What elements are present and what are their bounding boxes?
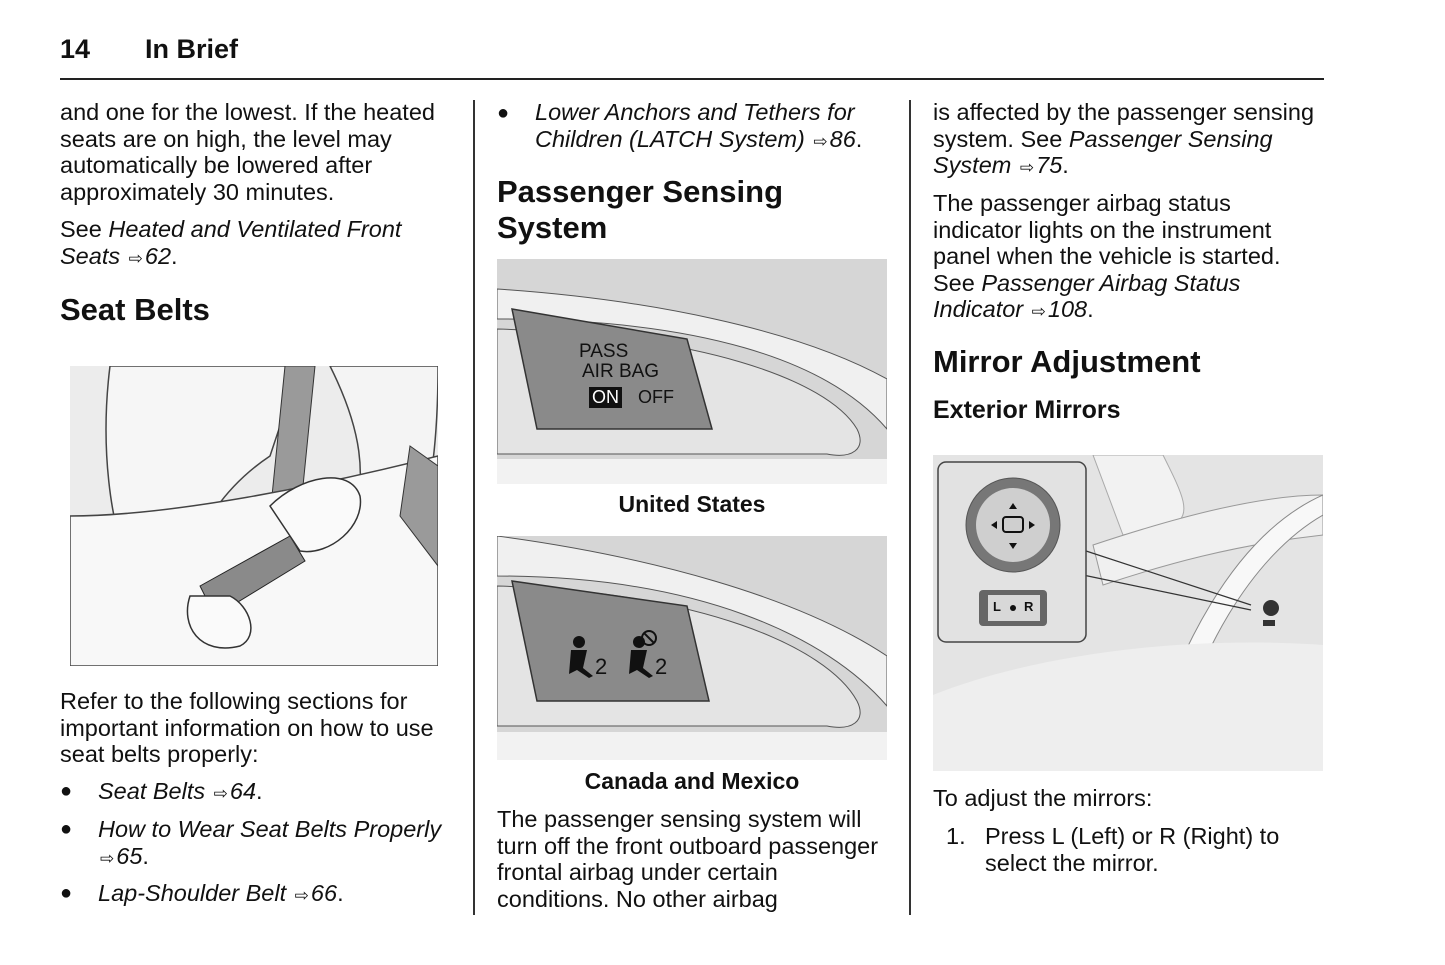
page-reference-arrow-icon: ⇨ — [813, 131, 828, 151]
header-rule — [60, 78, 1324, 80]
page-number: 14 — [60, 34, 91, 64]
cross-reference-link[interactable]: Passenger Airbag Status Indicator — [933, 269, 1241, 323]
bullet-item: Lap-Shoulder Belt ⇨66. — [98, 880, 463, 910]
mirror-left-button: L — [993, 599, 1001, 614]
bullet-icon: ● — [60, 882, 73, 904]
page-reference-arrow-icon: ⇨ — [1019, 158, 1035, 177]
mirror-joystick-icon — [1002, 516, 1024, 533]
page-ref[interactable]: 64 — [229, 778, 257, 804]
mirror-right-button: R — [1024, 599, 1034, 614]
heading-passenger-sensing-system: Passenger Sensing System — [497, 174, 784, 245]
airbag-on-icon: 2 — [569, 636, 607, 679]
cross-reference-link[interactable]: Heated and Ventilated Front Seats — [60, 216, 402, 269]
page-ref[interactable]: 86 — [829, 125, 856, 152]
mirror-control-illustration: L R — [933, 455, 1323, 771]
paragraph: The passenger sensing system will turn o… — [497, 806, 879, 912]
heading-seat-belts: Seat Belts — [60, 292, 210, 327]
page-reference-arrow-icon: ⇨ — [213, 784, 228, 803]
punct: . — [256, 778, 263, 804]
punct: . — [337, 880, 344, 906]
punct: . — [1062, 152, 1069, 178]
svg-text:2: 2 — [655, 654, 667, 679]
cross-reference-link[interactable]: Lap-Shoulder Belt — [98, 880, 287, 906]
seat-belt-illustration — [70, 366, 438, 666]
off-indicator: OFF — [638, 387, 674, 407]
subheading-exterior-mirrors: Exterior Mirrors — [933, 396, 1121, 424]
on-indicator: ON — [589, 387, 622, 408]
cross-reference-link[interactable]: How to Wear Seat Belts Properly — [98, 816, 442, 842]
svg-text:2: 2 — [595, 654, 607, 679]
column-divider — [473, 100, 475, 915]
page-reference-arrow-icon: ⇨ — [100, 848, 115, 868]
text: The passenger airbag status indicator li… — [933, 190, 1281, 296]
airbag-indicator-us-illustration: PASS AIR BAG ON OFF — [497, 259, 887, 484]
figure-caption: Canada and Mexico — [584, 768, 800, 794]
paragraph-see-heated-seats: See Heated and Ventilated Front Seats ⇨6… — [60, 216, 460, 272]
heading-mirror-adjustment: Mirror Adjustment — [933, 344, 1201, 379]
punct: . — [142, 842, 149, 869]
bullet-icon: ● — [497, 102, 510, 124]
cross-reference-link[interactable]: Passenger Sensing System — [933, 125, 1273, 179]
page-ref[interactable]: 62 — [144, 242, 172, 269]
text: is affected by the passenger sensing sys… — [933, 99, 1315, 152]
step-number: 1. — [946, 823, 966, 849]
bullet-item: Lower Anchors and Tethers for Children (… — [535, 99, 890, 155]
bullet-icon: ● — [60, 780, 73, 802]
step-text: Press L (Left) or R (Right) to select th… — [985, 823, 1280, 876]
cross-reference-link[interactable]: Seat Belts — [98, 778, 206, 804]
airbag-off-icon: 2 — [629, 630, 667, 679]
paragraph: Refer to the following sections for impo… — [60, 688, 434, 767]
bullet-icon: ● — [60, 818, 73, 840]
punct: . — [855, 125, 863, 152]
column-divider — [909, 100, 911, 915]
page-ref[interactable]: 75 — [1036, 152, 1063, 178]
page-reference-arrow-icon: ⇨ — [128, 248, 143, 268]
figure-caption: United States — [618, 491, 766, 517]
section-title: In Brief — [145, 34, 239, 64]
page-reference-arrow-icon: ⇨ — [1031, 302, 1046, 321]
airbag-label: AIR BAG — [582, 361, 660, 382]
text: See — [60, 216, 109, 242]
page-ref[interactable]: 65 — [116, 842, 143, 869]
page-ref[interactable]: 66 — [310, 880, 338, 906]
punct: . — [1087, 296, 1094, 322]
punct: . — [171, 242, 178, 269]
paragraph: The passenger airbag status indicator li… — [933, 190, 1323, 326]
bullet-item: Seat Belts ⇨64. — [98, 778, 463, 808]
bullet-item: How to Wear Seat Belts Properly ⇨65. — [98, 816, 463, 872]
page-reference-arrow-icon: ⇨ — [294, 886, 309, 905]
page-ref[interactable]: 108 — [1047, 296, 1088, 322]
cross-reference-link[interactable]: Lower Anchors and Tethers for Children (… — [535, 99, 855, 152]
paragraph: To adjust the mirrors: — [933, 785, 1153, 811]
paragraph: is affected by the passenger sensing sys… — [933, 99, 1323, 182]
paragraph: and one for the lowest. If the heated se… — [60, 99, 435, 205]
pass-label: PASS — [579, 341, 629, 362]
airbag-indicator-canada-mexico-illustration: 2 2 — [497, 536, 887, 760]
